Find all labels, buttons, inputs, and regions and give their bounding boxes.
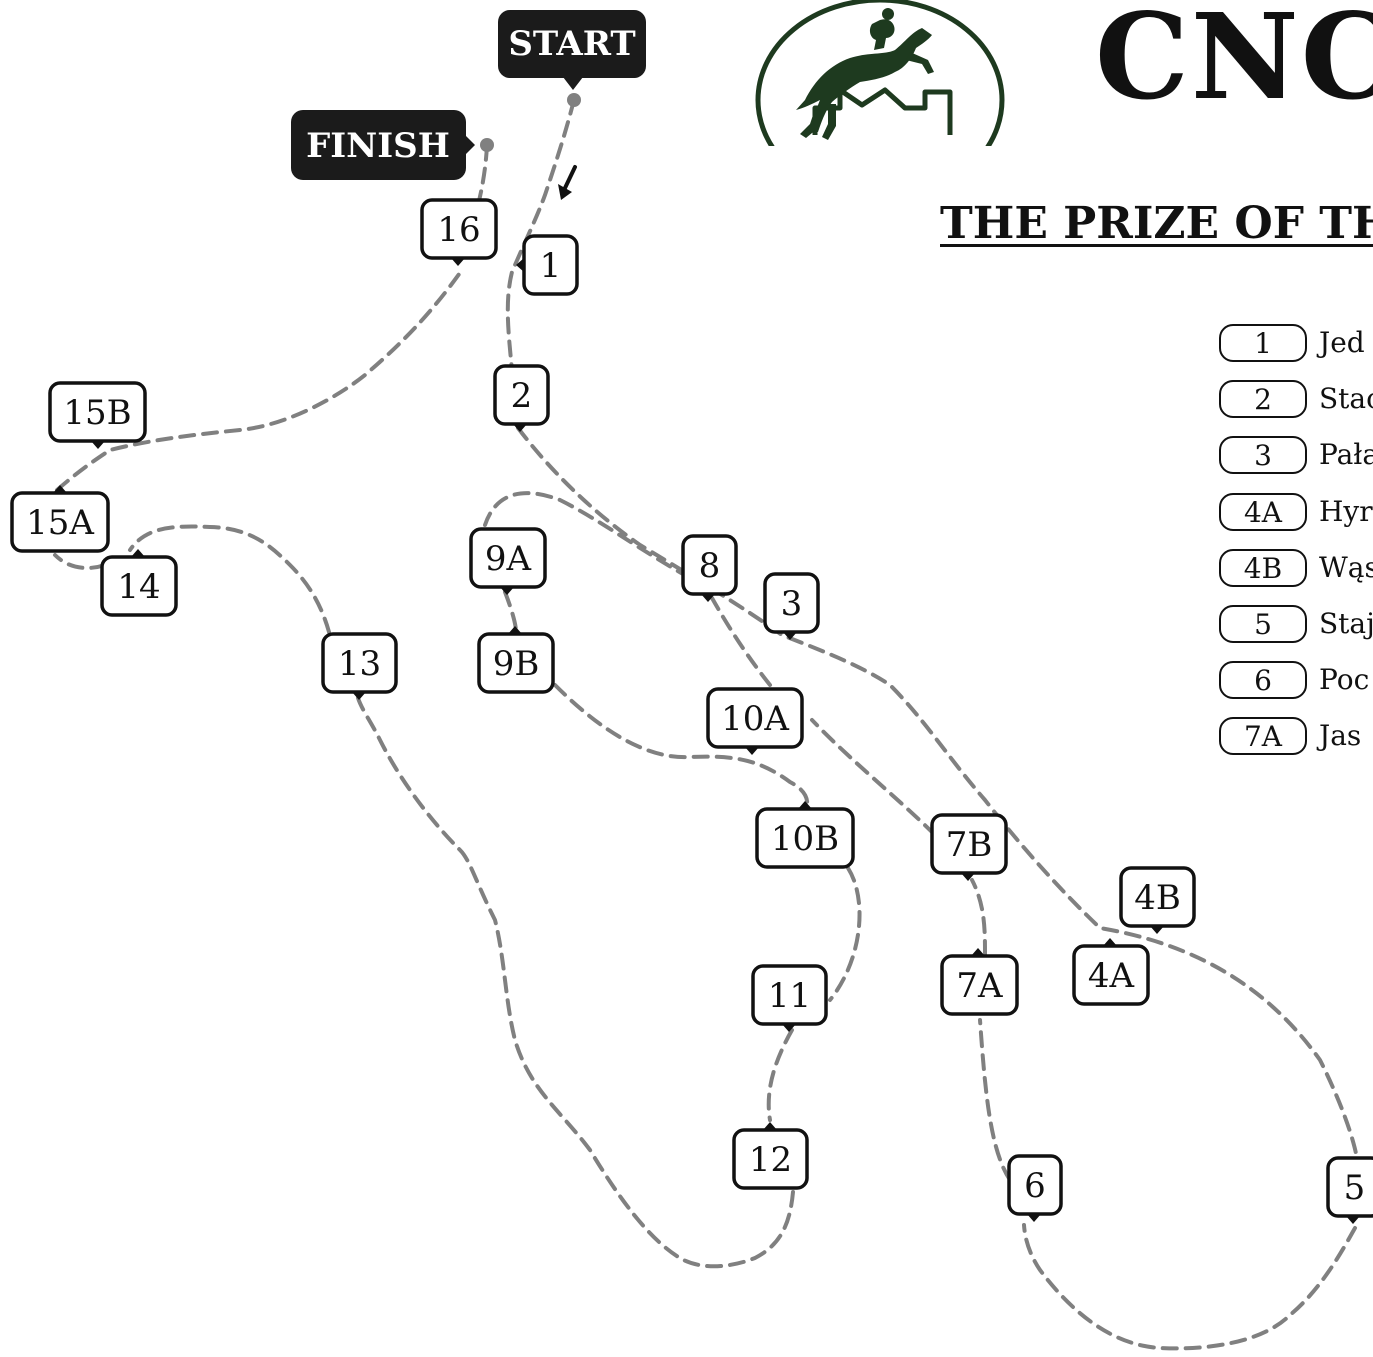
obstacle-3-label: 3: [781, 584, 803, 624]
obstacle-8: 8: [683, 536, 736, 602]
legend-name: Staj: [1319, 605, 1373, 643]
obstacle-15a: 15A: [12, 485, 108, 551]
legend-name: Jas: [1319, 717, 1361, 755]
obstacle-16-label: 16: [437, 210, 480, 250]
page-subtitle: THE PRIZE OF TH: [940, 200, 1373, 248]
obstacle-15a-label: 15A: [26, 503, 94, 543]
obstacle-5-label: 5: [1344, 1168, 1366, 1208]
obstacle-16: 16: [422, 200, 496, 266]
start-label: START: [508, 24, 635, 64]
legend-name: Jed: [1319, 324, 1365, 362]
obstacle-7b: 7B: [932, 815, 1006, 881]
obstacle-15b: 15B: [50, 383, 145, 449]
obstacle-10b-label: 10B: [771, 819, 839, 859]
obstacle-14-label: 14: [117, 567, 160, 607]
obstacle-8-label: 8: [699, 546, 721, 586]
legend-number: 6: [1219, 661, 1307, 699]
obstacle-4a-label: 4A: [1088, 956, 1135, 996]
legend-number: 3: [1219, 436, 1307, 474]
obstacle-2-label: 2: [511, 376, 533, 416]
obstacle-1: 1: [516, 236, 577, 294]
legend-number: 2: [1219, 380, 1307, 418]
obstacle-4a: 4A: [1074, 938, 1148, 1004]
finish-marker: FINISH: [291, 110, 494, 180]
obstacle-5: 5: [1328, 1158, 1373, 1224]
legend-number: 4B: [1219, 549, 1307, 587]
obstacle-11-label: 11: [768, 976, 811, 1016]
page-title: CNC: [1095, 0, 1373, 116]
legend-name: Poc: [1319, 661, 1369, 699]
obstacle-10a-label: 10A: [721, 699, 789, 739]
obstacle-7b-label: 7B: [946, 825, 993, 865]
obstacle-12: 12: [734, 1122, 807, 1188]
legend-number: 5: [1219, 605, 1307, 643]
legend-number: 4A: [1219, 493, 1307, 531]
obstacle-14: 14: [102, 549, 176, 615]
obstacle-9a: 9A: [471, 529, 545, 595]
obstacle-1-label: 1: [540, 246, 562, 286]
obstacle-6: 6: [1009, 1156, 1061, 1222]
obstacle-9a-label: 9A: [485, 539, 532, 579]
obstacle-11: 11: [753, 966, 826, 1032]
obstacle-10b: 10B: [757, 801, 853, 867]
horse-jumping-logo: [758, 0, 1002, 200]
legend-name: Pała: [1319, 436, 1373, 474]
legend-name: Stac: [1319, 380, 1373, 418]
legend-name: Wąs: [1319, 549, 1373, 587]
obstacle-7a: 7A: [942, 948, 1017, 1014]
finish-label: FINISH: [306, 126, 450, 166]
obstacle-3: 3: [765, 574, 818, 640]
obstacle-10a: 10A: [708, 689, 802, 755]
start-marker: START: [498, 10, 646, 107]
obstacle-13: 13: [323, 634, 396, 700]
obstacle-9b: 9B: [479, 626, 553, 692]
obstacle-12-label: 12: [749, 1140, 792, 1180]
obstacle-15b-label: 15B: [63, 393, 131, 433]
obstacle-13-label: 13: [338, 644, 381, 684]
obstacle-7a-label: 7A: [956, 966, 1003, 1006]
legend-number: 1: [1219, 324, 1307, 362]
obstacle-4b: 4B: [1121, 868, 1194, 934]
legend-name: Hyr: [1319, 493, 1373, 531]
obstacle-6-label: 6: [1024, 1166, 1046, 1206]
obstacle-2: 2: [495, 366, 548, 432]
direction-arrow-icon: [558, 167, 575, 200]
legend-number: 7A: [1219, 717, 1307, 755]
obstacle-4b-label: 4B: [1134, 878, 1181, 918]
obstacle-9b-label: 9B: [493, 644, 540, 684]
